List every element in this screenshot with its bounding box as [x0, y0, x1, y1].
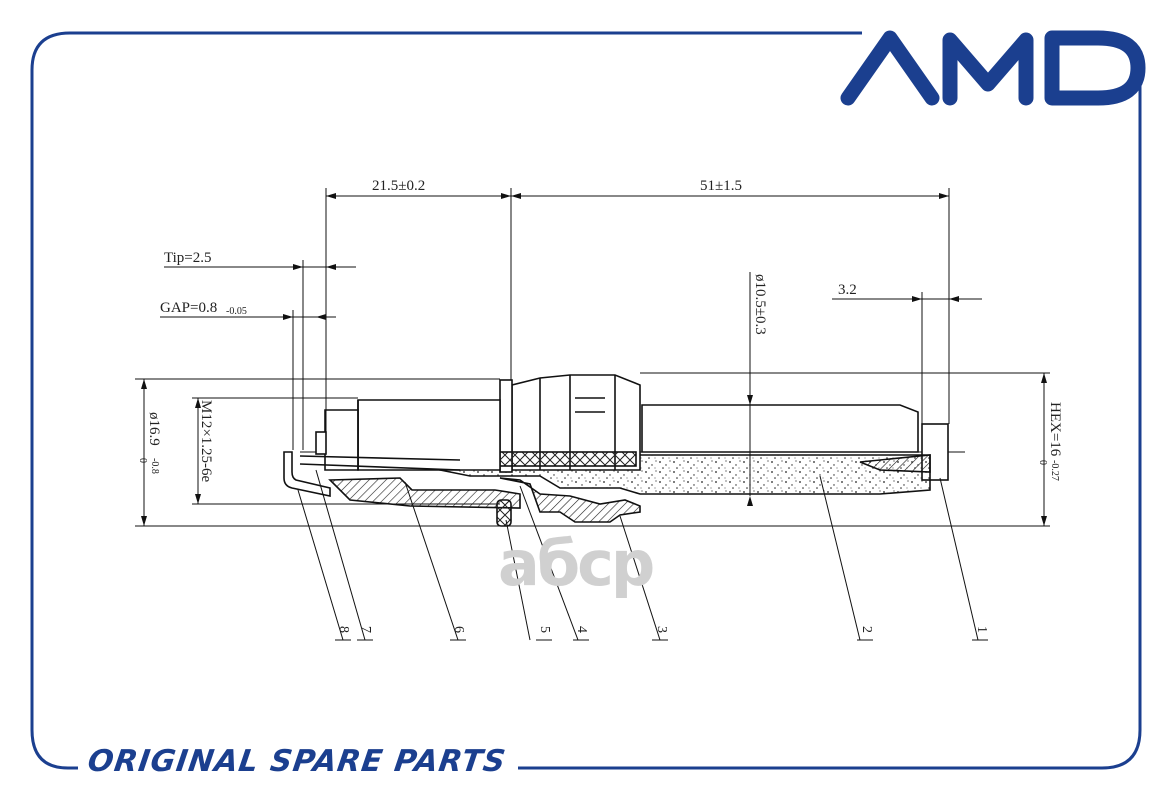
border-frame	[30, 31, 1142, 770]
dim-51: 51±1.5	[700, 178, 742, 194]
callout-3: 3	[654, 626, 669, 633]
dim-gap-tol: -0.05	[226, 306, 247, 317]
brand-tagline: ORIGINAL SPARE PARTS	[85, 744, 509, 779]
callout-1: 1	[974, 626, 989, 633]
callout-8: 8	[336, 626, 351, 633]
dim-hex: HEX=16	[1047, 402, 1063, 457]
dim-body-up: 0	[137, 458, 148, 463]
callout-4: 4	[574, 626, 589, 633]
dim-hex-tol: -0.27	[1049, 460, 1060, 481]
dim-body-tol: -0.8	[149, 458, 160, 474]
callout-2: 2	[859, 626, 874, 633]
dim-tip: Tip=2.5	[164, 250, 212, 266]
dim-thread: M12×1.25-6e	[198, 400, 214, 483]
spark-plug-drawing	[283, 374, 965, 527]
dim-21-5: 21.5±0.2	[372, 178, 425, 194]
dimension-lines	[135, 188, 1050, 641]
callout-7: 7	[358, 626, 373, 633]
dim-gap: GAP=0.8	[160, 300, 217, 316]
dim-diam-insulator: ø10.5±0.3	[752, 274, 768, 335]
dim-hex-up: 0	[1037, 460, 1048, 465]
amd-logo	[840, 30, 1146, 106]
dim-diam-body: ø16.9	[146, 412, 162, 446]
watermark: aбcp	[498, 527, 655, 600]
callout-6: 6	[451, 626, 466, 633]
callout-5: 5	[537, 626, 552, 633]
dim-3-2: 3.2	[838, 282, 857, 298]
dimension-arrows	[141, 193, 1047, 526]
